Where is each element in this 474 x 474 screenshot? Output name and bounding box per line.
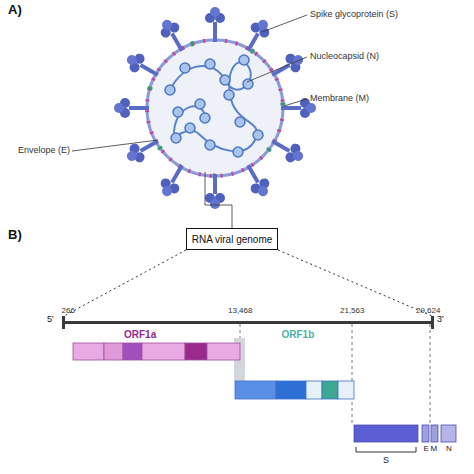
membrane-proteins <box>147 40 283 176</box>
genome-box: RNA viral genome <box>186 228 278 250</box>
gene-label: E <box>424 445 429 454</box>
nucleocapsid-proteins <box>165 55 263 157</box>
part-label: Membrane (M) <box>310 94 369 104</box>
position-guides <box>240 324 430 424</box>
orf1a-bar <box>73 343 240 360</box>
spike-symbol <box>123 49 163 84</box>
spike-symbol <box>267 49 307 84</box>
envelope-proteins <box>147 40 283 176</box>
spike-symbol <box>239 16 274 56</box>
part-label: Spike glycoprotein (S) <box>310 10 398 20</box>
spike-symbol <box>267 132 307 167</box>
box-text: RNA viral genome <box>192 234 273 245</box>
s-bracket <box>356 447 416 452</box>
orf-label: ORF1a <box>124 329 156 340</box>
end-label: 3' <box>437 315 444 325</box>
gene-label: M <box>431 445 438 454</box>
position-number: 266 <box>62 307 75 316</box>
spike-symbol <box>114 98 149 118</box>
spike-symbol <box>205 7 225 42</box>
position-number: 13,468 <box>228 307 252 316</box>
gene-label: N <box>446 445 452 454</box>
spike-symbol <box>205 174 225 209</box>
orf-label: ORF1b <box>282 329 315 340</box>
leader-lines <box>72 15 307 228</box>
part-label: Nucleocapsid (N) <box>310 52 379 62</box>
panel-letter: B) <box>8 228 22 242</box>
orf1b-bar <box>235 381 354 399</box>
panel-letter: A) <box>8 3 22 17</box>
genome-line <box>62 316 434 329</box>
position-number: 29,624 <box>416 307 440 316</box>
zoom-lines <box>64 250 432 316</box>
structural-genes <box>354 425 456 442</box>
spike-symbol <box>123 132 163 167</box>
part-label: Envelope (E) <box>18 146 70 156</box>
virus-envelope <box>147 40 283 176</box>
spike-symbol <box>239 160 274 200</box>
spike-symbol <box>156 160 191 200</box>
gene-label: S <box>383 456 389 466</box>
end-label: 5' <box>47 315 54 325</box>
position-number: 21,563 <box>340 307 364 316</box>
spike-symbol <box>156 16 191 56</box>
virus-illustration <box>114 7 316 209</box>
nucleocapsid-rna <box>170 62 257 151</box>
